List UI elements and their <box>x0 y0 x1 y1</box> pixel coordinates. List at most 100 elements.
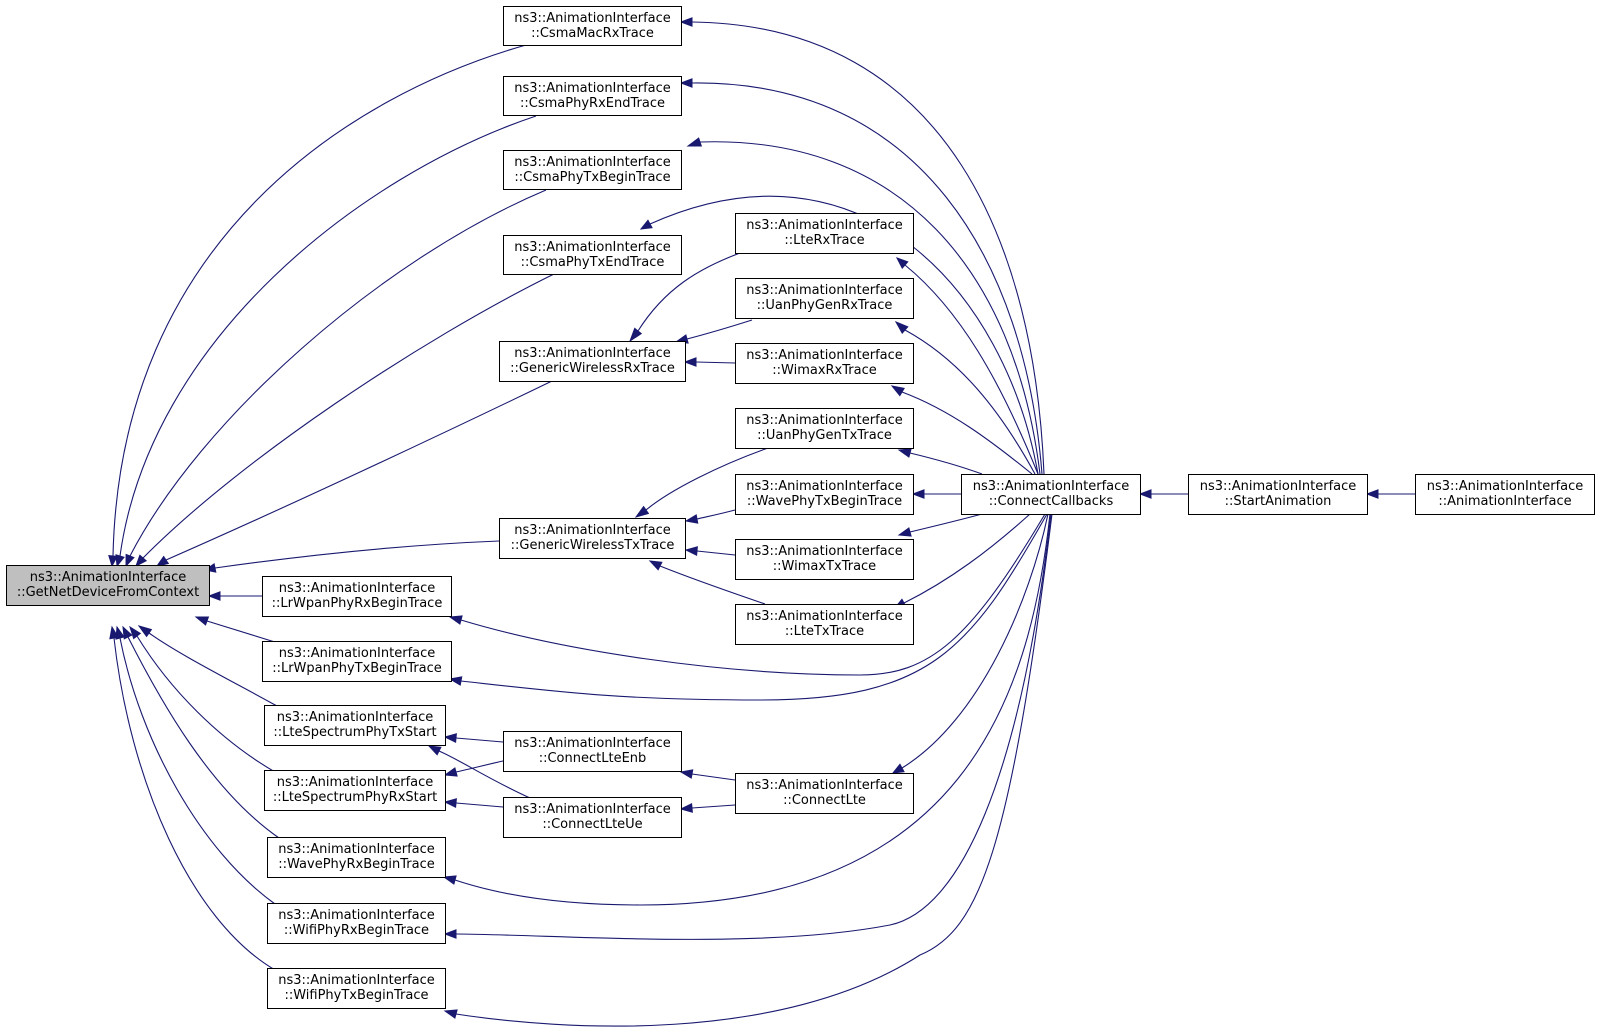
node-wifi-phy-tx-begin-trace[interactable]: ns3::AnimationInterface::WifiPhyTxBeginT… <box>267 968 446 1009</box>
edge-arrowhead <box>890 385 905 397</box>
edge-arrowhead <box>427 745 442 756</box>
edge-line <box>691 82 1043 475</box>
node-namespace-label: ns3::AnimationInterface <box>514 802 671 817</box>
node-csma-mac-rx-trace[interactable]: ns3::AnimationInterface::CsmaMacRxTrace <box>503 6 682 46</box>
node-box <box>735 343 914 384</box>
edge-line <box>696 509 736 520</box>
node-namespace-label: ns3::AnimationInterface <box>277 775 434 790</box>
edge-line <box>460 513 1046 676</box>
node-box <box>503 150 682 190</box>
edge-arrowhead <box>448 676 463 686</box>
node-connect-callbacks[interactable]: ns3::AnimationInterface::ConnectCallback… <box>961 474 1141 515</box>
node-uan-phy-gen-rx-trace[interactable]: ns3::AnimationInterface::UanPhyGenRxTrac… <box>735 278 914 319</box>
node-uan-phy-gen-tx-trace[interactable]: ns3::AnimationInterface::UanPhyGenTxTrac… <box>735 408 914 449</box>
node-wifi-phy-rx-begin-trace[interactable]: ns3::AnimationInterface::WifiPhyRxBeginT… <box>267 903 446 944</box>
node-namespace-label: ns3::AnimationInterface <box>30 570 187 585</box>
edge-connect-callbacks-to-wave-phy-tx-begin-trace <box>911 489 961 499</box>
edge-arrowhead <box>894 320 909 334</box>
node-namespace-label: ns3::AnimationInterface <box>746 479 903 494</box>
node-box <box>735 213 914 254</box>
node-lr-wpan-phy-rx-begin-trace[interactable]: ns3::AnimationInterface::LrWpanPhyRxBegi… <box>262 576 452 617</box>
node-wave-phy-rx-begin-trace[interactable]: ns3::AnimationInterface::WavePhyRxBeginT… <box>267 837 446 878</box>
node-animation-interface[interactable]: ns3::AnimationInterface::AnimationInterf… <box>1415 474 1595 515</box>
node-csma-phy-tx-begin-trace[interactable]: ns3::AnimationInterface::CsmaPhyTxBeginT… <box>503 150 682 190</box>
node-connect-lte[interactable]: ns3::AnimationInterface::ConnectLte <box>735 773 914 814</box>
edge-arrowhead <box>897 527 912 537</box>
node-box <box>503 731 682 772</box>
node-namespace-label: ns3::AnimationInterface <box>1427 479 1584 494</box>
edge-arrowhead <box>679 17 693 27</box>
node-box <box>503 76 682 116</box>
node-namespace-label: ns3::AnimationInterface <box>514 523 671 538</box>
node-wimax-rx-trace[interactable]: ns3::AnimationInterface::WimaxRxTrace <box>735 343 914 384</box>
node-method-label: ::LteRxTrace <box>784 233 864 248</box>
node-method-label: ::WifiPhyRxBeginTrace <box>284 923 429 938</box>
edge-line <box>127 636 280 839</box>
node-wave-phy-tx-begin-trace[interactable]: ns3::AnimationInterface::WavePhyTxBeginT… <box>735 474 914 515</box>
node-generic-wireless-tx-trace[interactable]: ns3::AnimationInterface::GenericWireless… <box>499 518 686 559</box>
node-namespace-label: ns3::AnimationInterface <box>514 736 671 751</box>
node-csma-phy-rx-end-trace[interactable]: ns3::AnimationInterface::CsmaPhyRxEndTra… <box>503 76 682 116</box>
node-box <box>735 539 914 580</box>
edge-line <box>901 391 1033 475</box>
node-wimax-tx-trace[interactable]: ns3::AnimationInterface::WimaxTxTrace <box>735 539 914 580</box>
node-method-label: ::LteSpectrumPhyRxStart <box>273 790 437 805</box>
node-namespace-label: ns3::AnimationInterface <box>973 479 1130 494</box>
node-csma-phy-tx-end-trace[interactable]: ns3::AnimationInterface::CsmaPhyTxEndTra… <box>503 235 682 275</box>
node-get-net-device-from-context[interactable]: ns3::AnimationInterface::GetNetDeviceFro… <box>6 565 210 606</box>
node-box <box>262 641 452 682</box>
node-method-label: ::CsmaPhyRxEndTrace <box>520 96 665 111</box>
node-namespace-label: ns3::AnimationInterface <box>514 155 671 170</box>
edge-csma-mac-rx-trace-to-get-net-device-from-context <box>108 44 527 568</box>
node-method-label: ::WimaxRxTrace <box>772 363 876 378</box>
edge-arrowhead <box>109 625 119 640</box>
node-box <box>264 705 446 746</box>
node-box <box>735 604 914 645</box>
edge-wave-phy-rx-begin-trace-to-get-net-device-from-context <box>122 625 280 839</box>
node-box <box>961 474 1141 515</box>
node-lr-wpan-phy-tx-begin-trace[interactable]: ns3::AnimationInterface::LrWpanPhyTxBegi… <box>262 641 452 682</box>
node-start-animation[interactable]: ns3::AnimationInterface::StartAnimation <box>1188 474 1368 515</box>
node-method-label: ::WavePhyTxBeginTrace <box>747 494 902 509</box>
node-namespace-label: ns3::AnimationInterface <box>746 778 903 793</box>
edge-arrowhead <box>207 591 221 601</box>
edge-arrowhead <box>679 769 694 779</box>
edge-csma-phy-tx-end-trace-to-get-net-device-from-context <box>135 273 555 568</box>
node-namespace-label: ns3::AnimationInterface <box>746 609 903 624</box>
edge-line <box>901 513 1049 769</box>
edge-line <box>691 773 736 781</box>
node-namespace-label: ns3::AnimationInterface <box>514 240 671 255</box>
edge-wifi-phy-tx-begin-trace-to-get-net-device-from-context <box>109 625 276 971</box>
edge-arrowhead <box>679 78 693 88</box>
edge-connect-callbacks-to-uan-phy-gen-tx-trace <box>897 448 983 475</box>
node-generic-wireless-rx-trace[interactable]: ns3::AnimationInterface::GenericWireless… <box>499 341 686 382</box>
edge-wave-phy-tx-begin-trace-to-generic-wireless-tx-trace <box>684 509 736 524</box>
node-lte-tx-trace[interactable]: ns3::AnimationInterface::LteTxTrace <box>735 604 914 645</box>
node-connect-lte-ue[interactable]: ns3::AnimationInterface::ConnectLteUe <box>503 797 682 838</box>
node-box <box>1415 474 1595 515</box>
edge-connect-callbacks-to-csma-phy-rx-end-trace <box>679 78 1043 475</box>
node-method-label: ::GetNetDeviceFromContext <box>17 585 199 600</box>
edge-arrowhead <box>648 560 663 571</box>
node-lte-spectrum-phy-rx-start[interactable]: ns3::AnimationInterface::LteSpectrumPhyR… <box>264 770 446 811</box>
edge-arrowhead <box>686 137 703 147</box>
edge-lr-wpan-phy-tx-begin-trace-to-get-net-device-from-context <box>194 616 276 643</box>
edge-arrowhead <box>137 625 153 638</box>
node-method-label: ::UanPhyGenRxTrace <box>757 298 893 313</box>
nodes-layer: ns3::AnimationInterface::GetNetDeviceFro… <box>6 6 1595 1009</box>
edge-connect-lte-to-connect-lte-enb <box>679 769 736 781</box>
edge-line <box>113 637 276 971</box>
node-lte-spectrum-phy-tx-start[interactable]: ns3::AnimationInterface::LteSpectrumPhyT… <box>264 705 446 746</box>
edge-line <box>904 329 1036 475</box>
edge-connect-callbacks-to-wifi-phy-tx-begin-trace <box>443 513 1053 1027</box>
node-box <box>503 6 682 46</box>
edge-connect-callbacks-to-wave-phy-rx-begin-trace <box>442 513 1051 906</box>
edge-arrowhead <box>684 514 699 524</box>
edge-generic-wireless-tx-trace-to-get-net-device-from-context <box>203 540 500 573</box>
edge-arrowhead <box>679 803 693 813</box>
node-connect-lte-enb[interactable]: ns3::AnimationInterface::ConnectLteEnb <box>503 731 682 772</box>
node-method-label: ::LteSpectrumPhyTxStart <box>273 725 436 740</box>
edge-csma-phy-rx-end-trace-to-get-net-device-from-context <box>115 115 537 568</box>
node-lte-rx-trace[interactable]: ns3::AnimationInterface::LteRxTrace <box>735 213 914 254</box>
edge-connect-lte-enb-to-lte-spectrum-phy-tx-start <box>443 733 504 743</box>
